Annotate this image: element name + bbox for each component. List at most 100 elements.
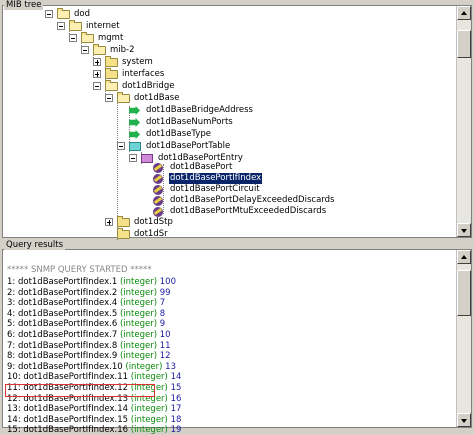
folder-open-icon xyxy=(93,44,106,55)
result-type: (integer) xyxy=(130,404,168,415)
collapse-minus-icon[interactable] xyxy=(93,82,101,90)
leaf-scalar-icon xyxy=(129,118,140,127)
tree-node-label: interfaces xyxy=(122,69,165,79)
result-type: (integer) xyxy=(119,308,158,319)
tree-node[interactable]: dot1dBasePortEntry xyxy=(3,153,443,164)
results-scrollbar[interactable] xyxy=(456,250,471,427)
tree-node[interactable]: dot1dBaseNumPorts xyxy=(3,117,443,128)
result-type: (integer) xyxy=(130,414,168,425)
tree-node[interactable]: dot1dBasePortDelayExceededDiscards xyxy=(3,195,443,206)
scroll-down-icon[interactable] xyxy=(457,413,471,427)
tree-node[interactable]: dot1dBase xyxy=(3,92,443,104)
result-value: 9 xyxy=(159,319,166,330)
expand-plus-icon[interactable] xyxy=(93,70,101,78)
tree-node[interactable]: dot1dBasePort xyxy=(3,162,443,173)
result-value: 18 xyxy=(170,414,182,425)
results-scroll-thumb[interactable] xyxy=(457,270,471,316)
result-value: 13 xyxy=(165,361,176,372)
tree-connector xyxy=(117,94,118,240)
folder-open-icon xyxy=(117,92,130,103)
result-value: 14 xyxy=(170,372,182,383)
result-type: (integer) xyxy=(119,319,158,330)
collapse-minus-icon[interactable] xyxy=(57,22,65,30)
tree-node-label: internet xyxy=(86,21,120,31)
tree-node[interactable]: mib-2 xyxy=(3,44,443,56)
collapse-minus-icon[interactable] xyxy=(117,142,125,150)
column-icon xyxy=(153,185,163,195)
tree-node[interactable]: dod xyxy=(3,8,443,20)
entry-icon xyxy=(141,154,153,163)
collapse-minus-icon[interactable] xyxy=(105,94,113,102)
collapse-minus-icon[interactable] xyxy=(69,34,77,42)
tree-node-label: dot1dBaseType xyxy=(146,129,211,139)
result-oid: 5: dot1dBasePortIfIndex.6 xyxy=(7,319,118,330)
column-icon xyxy=(153,196,163,206)
result-type: (integer) xyxy=(119,277,158,287)
tree-node-label: mib-2 xyxy=(110,45,135,55)
result-row: 6: dot1dBasePortIfIndex.7 (integer) 10 xyxy=(7,330,171,340)
result-value: 19 xyxy=(170,425,182,435)
result-type: (integer) xyxy=(119,330,158,340)
result-row: 9: dot1dBasePortIfIndex.10 (integer) 13 xyxy=(7,362,176,372)
scroll-up-icon[interactable] xyxy=(457,250,471,264)
collapse-minus-icon[interactable] xyxy=(81,46,89,54)
tree-node-label: dot1dBasePortIfIndex xyxy=(167,172,264,185)
folder-open-icon xyxy=(81,32,94,43)
tree-connector xyxy=(163,164,164,214)
tree-node[interactable]: interfaces xyxy=(3,68,443,80)
result-type: (integer) xyxy=(130,393,168,404)
collapse-minus-icon[interactable] xyxy=(129,154,137,162)
result-row: 4: dot1dBasePortIfIndex.5 (integer) 8 xyxy=(7,309,165,319)
leaf-scalar-icon xyxy=(129,130,140,139)
tree-node[interactable]: dot1dBasePortMtuExceededDiscards xyxy=(3,206,443,217)
expand-plus-icon[interactable] xyxy=(105,218,113,226)
tree-scrollbar[interactable] xyxy=(456,6,471,237)
tree-scroll-thumb[interactable] xyxy=(457,30,471,58)
result-oid: 6: dot1dBasePortIfIndex.7 xyxy=(7,330,118,340)
tree-node-label: dot1dBasePortEntry xyxy=(158,153,243,163)
tree-node[interactable]: dot1dStp xyxy=(3,216,443,228)
result-row: 3: dot1dBasePortIfIndex.4 (integer) 7 xyxy=(7,298,165,308)
tree-node[interactable]: dot1dBaseType xyxy=(3,129,443,140)
result-value: 99 xyxy=(159,287,171,298)
result-type: (integer) xyxy=(119,298,158,309)
tree-node[interactable]: system xyxy=(3,56,443,68)
query-results-view[interactable]: ***** SNMP QUERY STARTED ***** 1: dot1dB… xyxy=(2,249,472,435)
expand-plus-icon[interactable] xyxy=(93,58,101,66)
result-oid: 3: dot1dBasePortIfIndex.4 xyxy=(7,298,118,309)
tree-node[interactable]: mgmt xyxy=(3,32,443,44)
query-results-panel: Query results ***** SNMP QUERY STARTED *… xyxy=(0,240,474,435)
result-oid: 9: dot1dBasePortIfIndex.10 xyxy=(7,361,123,372)
mib-tree-title: MIB tree xyxy=(4,0,44,10)
tree-node-label: dot1dBasePortTable xyxy=(146,141,231,151)
folder-icon xyxy=(117,228,130,239)
result-value: 8 xyxy=(159,308,166,319)
result-value: 10 xyxy=(159,330,171,340)
scroll-up-icon[interactable] xyxy=(457,6,471,20)
column-icon xyxy=(153,207,163,217)
result-type: (integer) xyxy=(130,372,168,383)
tree-node-label: dot1dSr xyxy=(134,229,168,239)
collapse-minus-icon[interactable] xyxy=(45,10,53,18)
folder-icon xyxy=(105,56,118,67)
scroll-down-icon[interactable] xyxy=(457,223,471,237)
tree-node[interactable]: dot1dBasePortTable xyxy=(3,141,443,152)
tree-node[interactable]: dot1dBridge xyxy=(3,80,443,92)
folder-open-icon xyxy=(105,80,118,91)
result-oid: 11: dot1dBasePortIfIndex.12 xyxy=(7,383,129,393)
query-banner: ***** SNMP QUERY STARTED ***** xyxy=(7,265,152,275)
result-oid: 13: dot1dBasePortIfIndex.14 xyxy=(7,404,129,415)
tree-node[interactable]: dot1dBasePortCircuit xyxy=(3,184,443,195)
tree-node[interactable]: dot1dBaseBridgeAddress xyxy=(3,105,443,116)
result-row: 10: dot1dBasePortIfIndex.11 (integer) 14 xyxy=(7,372,181,382)
result-oid: 7: dot1dBasePortIfIndex.8 xyxy=(7,340,118,351)
query-results-title: Query results xyxy=(4,240,66,250)
tree-node[interactable]: dot1dBasePortIfIndex xyxy=(3,172,443,185)
result-type: (integer) xyxy=(119,340,158,351)
tree-node-label: system xyxy=(122,57,153,67)
tree-node[interactable]: internet xyxy=(3,20,443,32)
result-oid: 10: dot1dBasePortIfIndex.11 xyxy=(7,372,129,383)
tree-node[interactable]: dot1dSr xyxy=(3,228,443,240)
